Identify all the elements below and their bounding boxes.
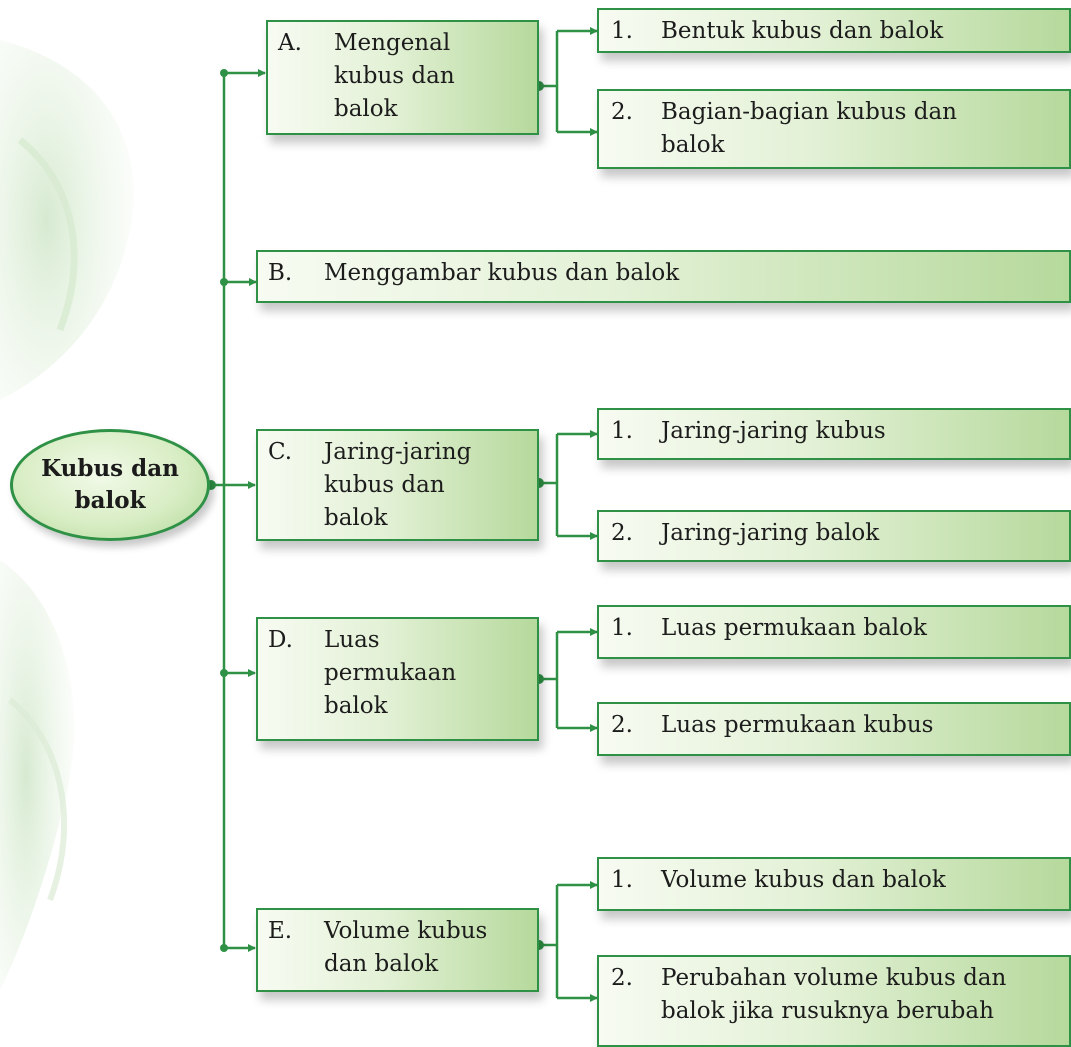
subtopic-number: 2. — [611, 965, 633, 991]
subtopic-title: Volume kubus dan balok — [661, 867, 946, 893]
subtopic-title: Jaring-jaring balok — [661, 520, 880, 546]
topic-a-letter: A. — [278, 30, 302, 56]
topic-c-subtopic-1-box: 1. Jaring-jaring kubus — [597, 408, 1071, 460]
topic-d-box: D. Luas permukaan balok — [256, 617, 539, 741]
subtopic-title: Luas permukaan balok — [661, 615, 927, 641]
topic-d-title: Luas permukaan balok — [324, 627, 457, 719]
subtopic-title: Bentuk kubus dan balok — [661, 18, 944, 44]
subtopic-title: Bagian-bagian kubus dan balok — [661, 99, 957, 158]
topic-e-subtopic-1-box: 1. Volume kubus dan balok — [597, 857, 1071, 911]
subtopic-number: 1. — [611, 18, 633, 44]
topic-a-title: Mengenal kubus dan balok — [334, 30, 455, 122]
topic-d-letter: D. — [268, 627, 293, 653]
topic-e-title: Volume kubus dan balok — [324, 918, 488, 977]
topic-c-subtopic-2-box: 2. Jaring-jaring balok — [597, 510, 1071, 562]
subtopic-title: Luas permukaan kubus — [661, 712, 934, 738]
topic-e-box: E. Volume kubus dan balok — [256, 908, 539, 992]
root-label: Kubus dan balok — [41, 455, 179, 514]
subtopic-title: Jaring-jaring kubus — [661, 418, 886, 444]
topic-b-title: Menggambar kubus dan balok — [324, 260, 680, 286]
subtopic-number: 2. — [611, 520, 633, 546]
subtopic-number: 1. — [611, 418, 633, 444]
subtopic-title: Perubahan volume kubus dan balok jika ru… — [661, 965, 1007, 1024]
topic-c-title: Jaring-jaring kubus dan balok — [324, 439, 472, 531]
subtopic-number: 2. — [611, 712, 633, 738]
subtopic-number: 2. — [611, 99, 633, 125]
topic-c-box: C. Jaring-jaring kubus dan balok — [256, 429, 539, 541]
topic-e-letter: E. — [268, 918, 293, 944]
topic-a-box: A. Mengenal kubus dan balok — [266, 20, 539, 135]
topic-d-subtopic-2-box: 2. Luas permukaan kubus — [597, 702, 1071, 756]
topic-b-box: B. Menggambar kubus dan balok — [256, 250, 1071, 303]
topic-c-letter: C. — [268, 439, 293, 465]
root-node: Kubus dan balok — [10, 429, 210, 541]
topic-a-subtopic-1-box: 1. Bentuk kubus dan balok — [597, 8, 1071, 53]
topic-d-subtopic-1-box: 1. Luas permukaan balok — [597, 605, 1071, 659]
subtopic-number: 1. — [611, 867, 633, 893]
topic-a-subtopic-2-box: 2. Bagian-bagian kubus dan balok — [597, 89, 1071, 169]
topic-b-letter: B. — [268, 260, 293, 286]
topic-e-subtopic-2-box: 2. Perubahan volume kubus dan balok jika… — [597, 955, 1071, 1047]
subtopic-number: 1. — [611, 615, 633, 641]
